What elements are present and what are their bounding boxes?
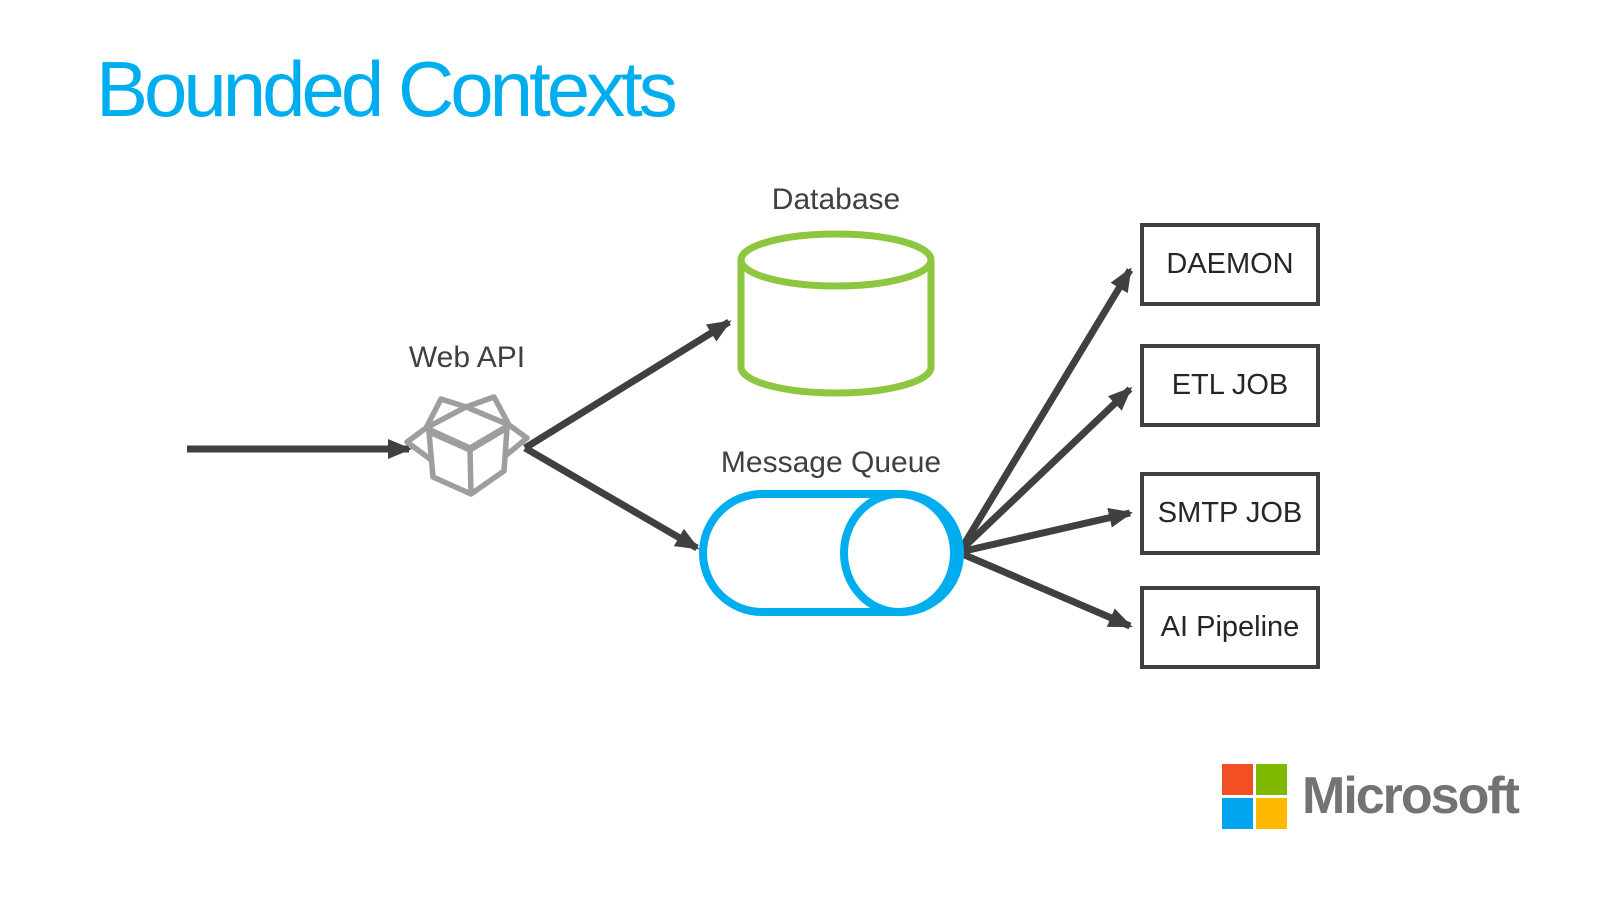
logo-square-green: [1256, 764, 1287, 795]
arrow-layer: [187, 267, 1133, 630]
smtp-job-node: SMTP JOB: [1140, 472, 1320, 555]
smtp-job-node-label: SMTP JOB: [1157, 497, 1303, 529]
database-label: Database: [771, 183, 901, 216]
microsoft-wordmark: Microsoft: [1302, 767, 1520, 825]
daemon-node-label: DAEMON: [1166, 248, 1294, 280]
ai-pipeline-node: AI Pipeline: [1140, 586, 1320, 669]
arrow-queue-to-ai: [958, 549, 1133, 630]
etl-job-node-label: ETL JOB: [1171, 369, 1289, 401]
box-front-edge: [467, 449, 474, 495]
arrow-queue-to-etl: [957, 386, 1133, 554]
microsoft-logo-squares: [1222, 764, 1287, 829]
arrow-queue-to-daemon: [957, 267, 1133, 553]
message-queue-body: [699, 490, 964, 616]
logo-square-yellow: [1256, 798, 1287, 829]
arrow-webapi-to-database: [523, 319, 732, 451]
ai-pipeline-node-label: AI Pipeline: [1160, 611, 1300, 643]
etl-job-node: ETL JOB: [1140, 344, 1320, 427]
database-cylinder: [737, 230, 935, 397]
message-queue-label: Message Queue: [720, 446, 942, 479]
arrow-queue-to-smtp: [959, 507, 1133, 556]
database-cylinder-body: [737, 260, 935, 397]
logo-square-red: [1222, 764, 1253, 795]
page-title: Bounded Contexts: [96, 45, 678, 133]
logo-square-blue: [1222, 798, 1253, 829]
message-queue-face: [840, 490, 958, 616]
webapi-label: Web API: [408, 341, 526, 374]
message-queue-cylinder: [699, 490, 964, 616]
arrow-webapi-to-queue: [523, 444, 700, 552]
microsoft-logo: Microsoft: [1222, 764, 1520, 829]
open-box-icon: [404, 394, 530, 497]
database-cylinder-top: [737, 230, 935, 290]
daemon-node: DAEMON: [1140, 223, 1320, 306]
